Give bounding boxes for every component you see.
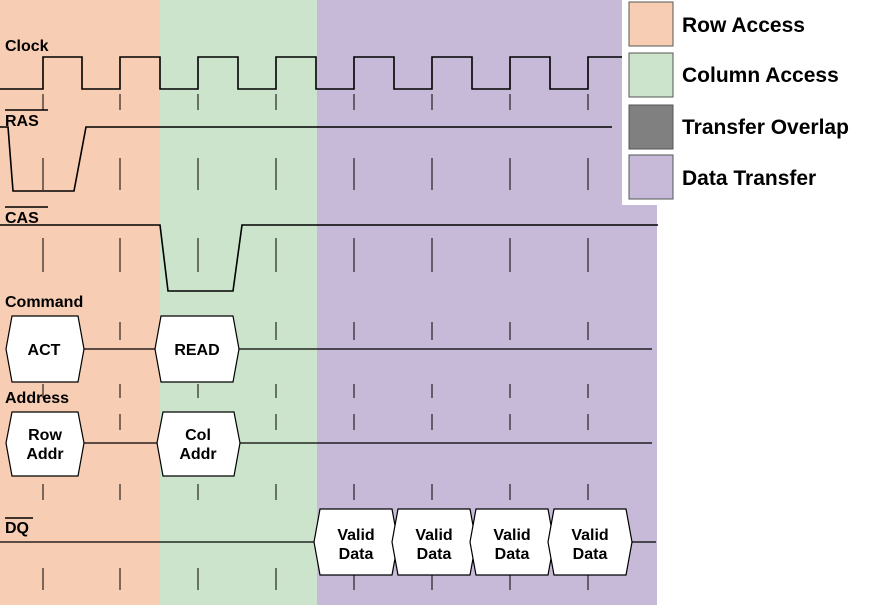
cas-waveform: [0, 224, 658, 292]
cas-label: CAS: [5, 210, 39, 227]
legend-label: Data Transfer: [682, 167, 816, 190]
address-label: Address: [5, 390, 69, 407]
valid-data-box: [391, 508, 477, 576]
col-addr-line2: Addr: [179, 446, 216, 463]
valid-data-line2: Data: [339, 546, 374, 563]
valid-data-line1: Valid: [493, 527, 530, 544]
read-command-box: [154, 315, 240, 383]
col-addr-line1: Col: [185, 427, 211, 444]
valid-data-box: [313, 508, 399, 576]
row-addr-box: [5, 411, 85, 477]
legend-label: Transfer Overlap: [682, 116, 849, 139]
legend-swatch: [628, 52, 674, 98]
legend-label: Column Access: [682, 64, 839, 87]
dq-label: DQ: [5, 520, 29, 537]
data-transfer-region: [317, 0, 657, 605]
ras-label: RAS: [5, 113, 39, 130]
valid-data-line1: Valid: [337, 527, 374, 544]
legend-label: Row Access: [682, 14, 805, 37]
act-command-text: ACT: [28, 342, 61, 359]
clock-label: Clock: [5, 38, 49, 55]
row-addr-line2: Addr: [26, 446, 63, 463]
valid-data-line2: Data: [417, 546, 452, 563]
valid-data-line1: Valid: [571, 527, 608, 544]
command-label: Command: [5, 294, 83, 311]
valid-data-box: [469, 508, 555, 576]
valid-data-box: [547, 508, 633, 576]
read-command-text: READ: [174, 342, 219, 359]
valid-data-line2: Data: [573, 546, 608, 563]
row-addr-line1: Row: [28, 427, 62, 444]
col-addr-box: [156, 411, 241, 477]
legend-swatch: [628, 104, 674, 150]
clock-waveform: [0, 56, 628, 90]
legend-swatch: [628, 1, 674, 47]
act-command-box: [5, 315, 85, 383]
valid-data-line2: Data: [495, 546, 530, 563]
row-access-region: [0, 0, 160, 605]
legend-swatch: [628, 154, 674, 200]
column-access-region: [160, 0, 317, 605]
ras-waveform: [0, 126, 612, 192]
valid-data-line1: Valid: [415, 527, 452, 544]
